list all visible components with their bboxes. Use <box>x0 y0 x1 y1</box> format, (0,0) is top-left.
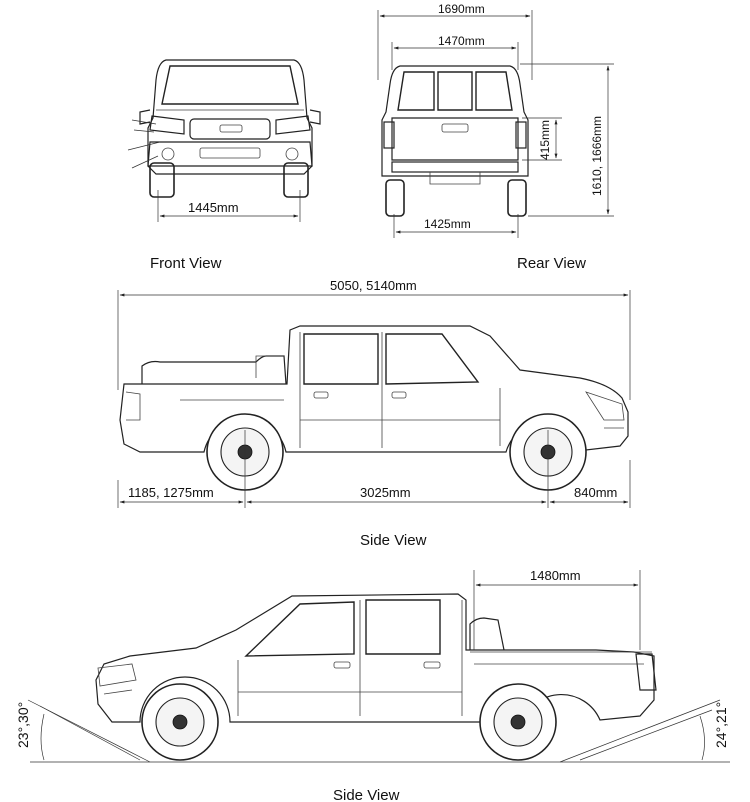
wheelbase-label: 3025mm <box>360 485 411 500</box>
front-track-width-label: 1445mm <box>188 200 239 215</box>
rear-overall-width-label: 1690mm <box>438 2 485 16</box>
side-view-bottom-caption: Side View <box>333 787 400 802</box>
rear-body-width-label: 1470mm <box>438 34 485 48</box>
side-view-top-caption: Side View <box>360 532 427 549</box>
departure-angle-label: 24°,21° <box>713 702 729 748</box>
rear-overhang-label: 1185, 1275mm <box>128 485 214 500</box>
rear-track-width-label: 1425mm <box>424 217 471 231</box>
rear-tailgate-height-label: 415mm <box>538 120 552 160</box>
rear-view-caption: Rear View <box>517 255 586 272</box>
rear-view: 1690mm 1470mm 415mm 1610, 1666mm <box>377 2 614 272</box>
approach-angle-label: 23°,30° <box>15 702 31 748</box>
overall-length-label: 5050, 5140mm <box>330 278 417 293</box>
front-overhang-label: 840mm <box>574 485 617 500</box>
side-view-top: 5050, 5140mm 1185, 1 <box>117 278 631 549</box>
rear-overall-height-label: 1610, 1666mm <box>590 116 604 196</box>
front-view-caption: Front View <box>150 255 222 272</box>
side-view-bottom: 1480mm 23°,30° <box>15 568 730 802</box>
front-view: 1445mm Front View <box>127 59 321 272</box>
cargo-box-length-label: 1480mm <box>530 568 581 583</box>
